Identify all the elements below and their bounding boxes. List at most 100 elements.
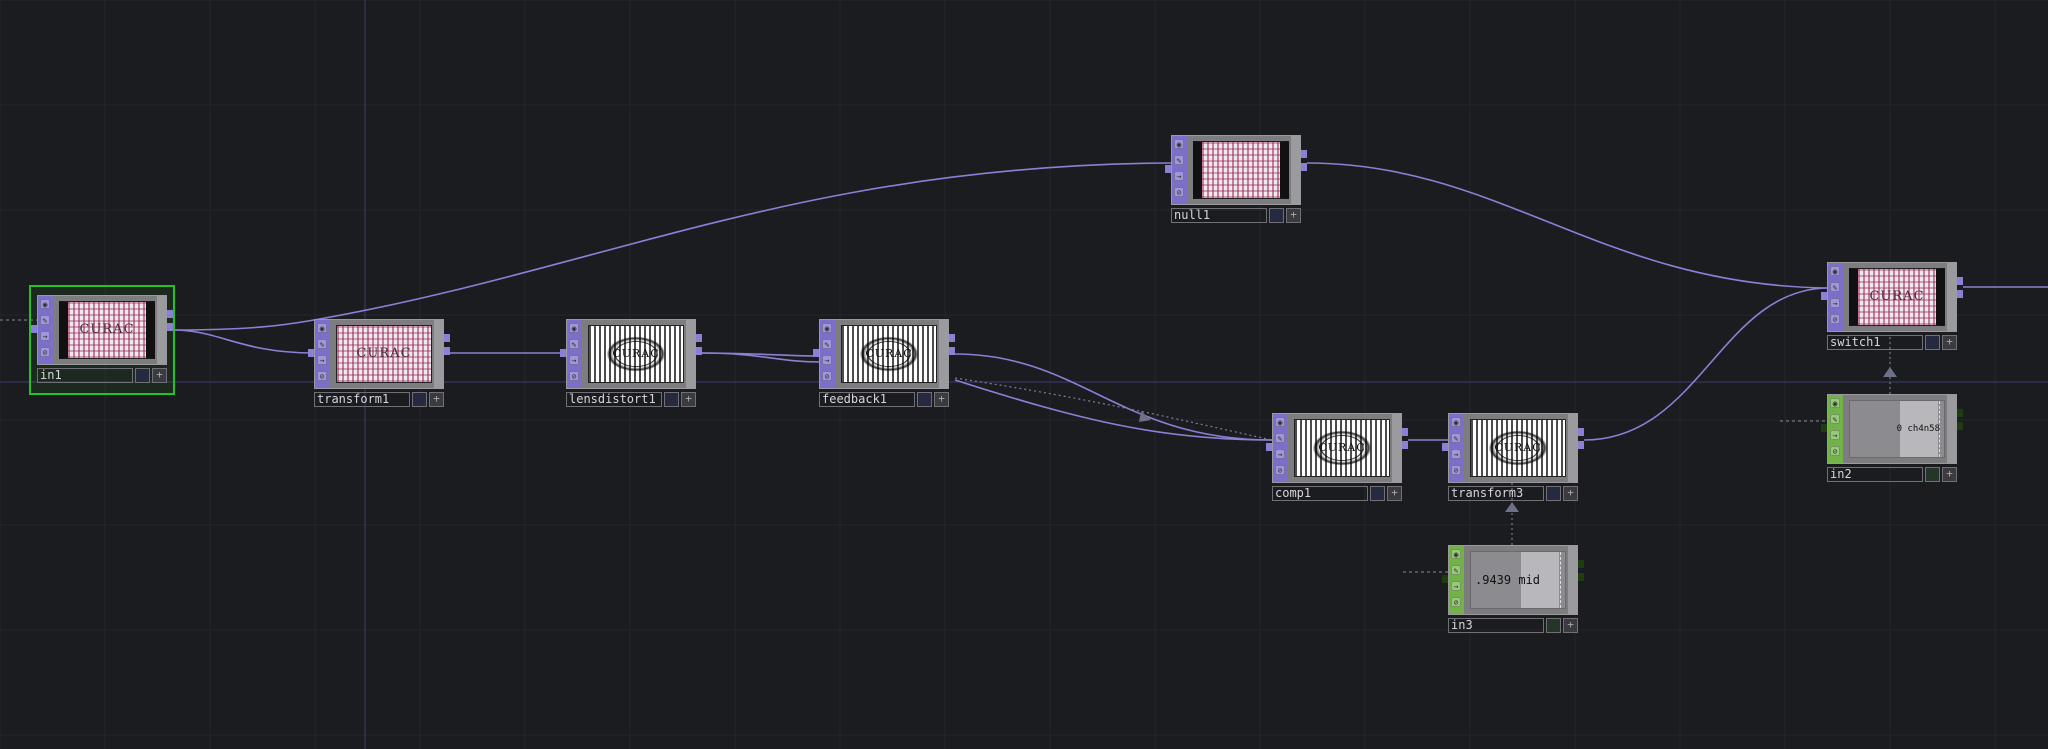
viewer-icon[interactable]: ◉ <box>1275 417 1285 427</box>
add-icon[interactable]: + <box>1286 208 1301 223</box>
output-connector[interactable] <box>167 323 173 331</box>
input-connector[interactable] <box>813 349 819 357</box>
pencil-icon[interactable]: ✎ <box>40 315 50 325</box>
output-connector[interactable] <box>444 347 450 355</box>
pencil-icon[interactable]: ✎ <box>1830 414 1840 424</box>
arrow-icon[interactable]: → <box>1451 581 1461 591</box>
arrow-icon[interactable]: → <box>317 355 327 365</box>
bypass-icon[interactable]: ⊘ <box>822 371 832 381</box>
pencil-icon[interactable]: ✎ <box>1451 433 1461 443</box>
node-label-bar[interactable]: transform1 + <box>314 392 444 409</box>
output-connector[interactable] <box>167 310 173 318</box>
pencil-icon[interactable]: ✎ <box>822 339 832 349</box>
pencil-icon[interactable]: ✎ <box>1451 565 1461 575</box>
node-name[interactable]: switch1 <box>1827 335 1923 350</box>
node-label-bar[interactable]: null1 + <box>1171 208 1301 225</box>
input-connector[interactable] <box>560 349 566 357</box>
pencil-icon[interactable]: ✎ <box>1275 433 1285 443</box>
input-connector[interactable] <box>1821 292 1827 300</box>
output-connector[interactable] <box>1402 428 1408 436</box>
input-connector[interactable] <box>1165 165 1171 173</box>
viewer-icon[interactable]: ◉ <box>40 299 50 309</box>
node-name[interactable]: in3 <box>1448 618 1544 633</box>
input-connector[interactable] <box>1821 424 1827 432</box>
output-connector[interactable] <box>949 347 955 355</box>
node-toolbar[interactable]: ◉ ✎ → ⊘ <box>1449 414 1464 482</box>
bypass-icon[interactable]: ⊘ <box>317 371 327 381</box>
output-connector[interactable] <box>696 334 702 342</box>
wire[interactable] <box>172 319 315 331</box>
node-toolbar[interactable]: ◉ ✎ → ⊘ <box>820 320 835 388</box>
node-body[interactable]: ◉ ✎ → ⊘ <box>1171 135 1301 205</box>
output-connector[interactable] <box>1578 428 1584 436</box>
viewer-icon[interactable]: ◉ <box>1451 417 1461 427</box>
add-icon[interactable]: + <box>429 392 444 407</box>
node-body[interactable]: ◉ ✎ → ⊘ CURAC <box>37 295 167 365</box>
node-name[interactable]: null1 <box>1171 208 1267 223</box>
node-name[interactable]: in2 <box>1827 467 1923 482</box>
wire[interactable] <box>954 379 1273 441</box>
viewer-icon[interactable]: ◉ <box>317 323 327 333</box>
arrow-icon[interactable]: → <box>1830 430 1840 440</box>
display-flag-icon[interactable] <box>1925 467 1940 482</box>
node-label-bar[interactable]: comp1 + <box>1272 486 1402 503</box>
node-in2[interactable]: ◉ ✎ → ⊘ 0 ch4n58 in2 + <box>1821 394 1963 484</box>
arrow-icon[interactable]: → <box>822 355 832 365</box>
wire[interactable] <box>1583 287 1828 441</box>
add-icon[interactable]: + <box>1942 335 1957 350</box>
arrow-icon[interactable]: → <box>1451 449 1461 459</box>
display-flag-icon[interactable] <box>917 392 932 407</box>
bypass-icon[interactable]: ⊘ <box>1451 465 1461 475</box>
feedback-reference-wire[interactable] <box>954 377 1273 441</box>
node-transform1[interactable]: ◉ ✎ → ⊘ CURAC transform1 + <box>308 319 450 409</box>
input-connector[interactable] <box>1442 575 1448 583</box>
pencil-icon[interactable]: ✎ <box>1174 155 1184 165</box>
add-icon[interactable]: + <box>934 392 949 407</box>
node-switch1[interactable]: ◉ ✎ → ⊘ CURAC switch1 + <box>1821 262 1963 352</box>
viewer-icon[interactable]: ◉ <box>822 323 832 333</box>
output-connector[interactable] <box>1957 409 1963 417</box>
add-icon[interactable]: + <box>1563 486 1578 501</box>
input-connector[interactable] <box>1266 443 1272 451</box>
node-label-bar[interactable]: in1 + <box>37 368 167 385</box>
display-flag-icon[interactable] <box>1546 618 1561 633</box>
pencil-icon[interactable]: ✎ <box>569 339 579 349</box>
display-flag-icon[interactable] <box>664 392 679 407</box>
input-connector[interactable] <box>1442 443 1448 451</box>
node-in3[interactable]: ◉ ✎ → ⊘ .9439 mid in3 + <box>1442 545 1584 635</box>
node-in1[interactable]: ◉ ✎ → ⊘ CURAC in1 + <box>29 285 175 395</box>
viewer-icon[interactable]: ◉ <box>1830 266 1840 276</box>
arrow-icon[interactable]: → <box>1275 449 1285 459</box>
display-flag-icon[interactable] <box>412 392 427 407</box>
display-flag-icon[interactable] <box>1546 486 1561 501</box>
output-connector[interactable] <box>1578 573 1584 581</box>
arrow-icon[interactable]: → <box>1830 298 1840 308</box>
output-connector[interactable] <box>1402 441 1408 449</box>
node-toolbar[interactable]: ◉ ✎ → ⊘ <box>1273 414 1288 482</box>
wire[interactable] <box>701 352 820 363</box>
bypass-icon[interactable]: ⊘ <box>1830 314 1840 324</box>
bypass-icon[interactable]: ⊘ <box>40 347 50 357</box>
node-toolbar[interactable]: ◉ ✎ → ⊘ <box>315 320 330 388</box>
output-connector[interactable] <box>1578 441 1584 449</box>
viewer-icon[interactable]: ◉ <box>1451 549 1461 559</box>
node-toolbar[interactable]: ◉ ✎ → ⊘ <box>567 320 582 388</box>
add-icon[interactable]: + <box>1387 486 1402 501</box>
node-body[interactable]: ◉ ✎ → ⊘ CURAC <box>566 319 696 389</box>
node-toolbar[interactable]: ◉ ✎ → ⊘ <box>1828 263 1843 331</box>
output-connector[interactable] <box>696 347 702 355</box>
arrow-icon[interactable]: → <box>40 331 50 341</box>
output-connector[interactable] <box>1301 163 1307 171</box>
output-connector[interactable] <box>1957 290 1963 298</box>
node-label-bar[interactable]: switch1 + <box>1827 335 1957 352</box>
viewer-icon[interactable]: ◉ <box>569 323 579 333</box>
node-feedback1[interactable]: ◉ ✎ → ⊘ CURAC feedback1 + <box>813 319 955 409</box>
node-lensdistort1[interactable]: ◉ ✎ → ⊘ CURAC lensdistort1 + <box>560 319 702 409</box>
node-body[interactable]: ◉ ✎ → ⊘ CURAC <box>1448 413 1578 483</box>
display-flag-icon[interactable] <box>1269 208 1284 223</box>
wire[interactable] <box>313 162 1172 321</box>
bypass-icon[interactable]: ⊘ <box>1830 446 1840 456</box>
pencil-icon[interactable]: ✎ <box>317 339 327 349</box>
node-body[interactable]: ◉ ✎ → ⊘ 0 ch4n58 <box>1827 394 1957 464</box>
display-flag-icon[interactable] <box>1925 335 1940 350</box>
